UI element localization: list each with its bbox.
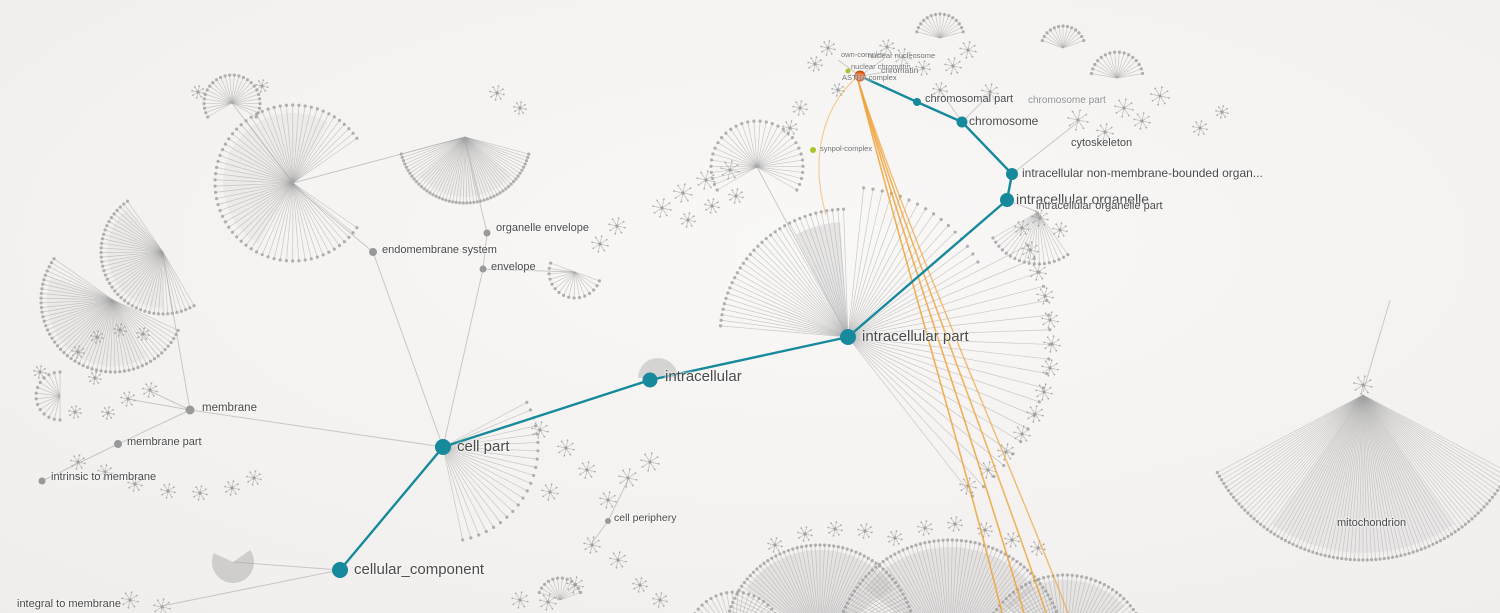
label-endomembrane-system[interactable]: endomembrane system: [382, 244, 497, 256]
node-membrane[interactable]: [185, 405, 195, 415]
label-cell-periphery[interactable]: cell periphery: [614, 512, 677, 524]
node-non-membrane-organelle[interactable]: [1006, 168, 1018, 180]
label-intracellular[interactable]: intracellular: [665, 368, 742, 385]
label-chromosomal-part[interactable]: chromosomal part: [925, 93, 1014, 105]
label-cytoskeleton[interactable]: cytoskeleton: [1071, 137, 1133, 149]
node-synpol-complex[interactable]: [810, 147, 816, 153]
label-synpol-complex[interactable]: synpol-complex: [820, 144, 873, 153]
label-chromosome-part[interactable]: chromosome part: [1028, 95, 1106, 106]
label-cellular-component[interactable]: cellular_component: [354, 561, 485, 578]
fan-cluster-layer: [34, 12, 1500, 613]
label-own-complex[interactable]: own-complex: [841, 50, 886, 59]
node-chromosome[interactable]: [956, 116, 968, 128]
orange-edge-layer: [818, 77, 1069, 613]
label-membrane-part[interactable]: membrane part: [127, 436, 202, 448]
node-envelope[interactable]: [479, 265, 487, 273]
label-non-membrane-organelle[interactable]: intracellular non-membrane-bounded organ…: [1022, 166, 1263, 180]
label-intrinsic-to-membrane[interactable]: intrinsic to membrane: [51, 471, 157, 483]
node-endomembrane-system[interactable]: [369, 248, 377, 256]
label-nuclear-chromatin[interactable]: nuclear chromatin: [851, 62, 911, 71]
label-cell-part[interactable]: cell part: [457, 438, 510, 455]
label-organelle-envelope[interactable]: organelle envelope: [496, 222, 589, 234]
gray-edge-layer: [41, 57, 1391, 607]
node-intracellular-part[interactable]: [840, 329, 856, 345]
label-intracellular-part[interactable]: intracellular part: [862, 328, 969, 345]
node-green-dot-1[interactable]: [845, 68, 851, 74]
node-nucleosome[interactable]: [854, 70, 866, 82]
label-membrane[interactable]: membrane: [202, 402, 257, 414]
label-intracellular-organelle[interactable]: intracellular organelle: [1016, 191, 1150, 207]
node-layer: [38, 68, 1018, 578]
node-cell-part[interactable]: [435, 439, 451, 455]
label-nuclear-nucleosome[interactable]: nuclear nucleosome: [868, 51, 936, 60]
dense-sector-layer: [46, 112, 1454, 613]
node-cell-periphery[interactable]: [605, 518, 611, 524]
node-intracellular-organelle[interactable]: [1000, 193, 1014, 207]
label-integral-to-membrane[interactable]: integral to membrane: [17, 598, 121, 610]
label-chromosome[interactable]: chromosome: [969, 114, 1039, 128]
label-envelope[interactable]: envelope: [491, 261, 536, 273]
label-chromatin[interactable]: chromatin: [881, 65, 919, 75]
node-cellular-component[interactable]: [332, 562, 348, 578]
label-intracellular-organelle-part[interactable]: intracellular organelle part: [1036, 200, 1163, 212]
label-astra-complex[interactable]: ASTRA complex: [842, 73, 897, 82]
node-organelle-envelope[interactable]: [483, 229, 491, 237]
node-membrane-part[interactable]: [114, 440, 122, 448]
node-chromosomal-part[interactable]: [913, 98, 921, 106]
node-intracellular[interactable]: [642, 372, 658, 388]
node-intrinsic-to-membrane[interactable]: [38, 477, 46, 485]
label-mitochondrion[interactable]: mitochondrion: [1337, 517, 1407, 529]
